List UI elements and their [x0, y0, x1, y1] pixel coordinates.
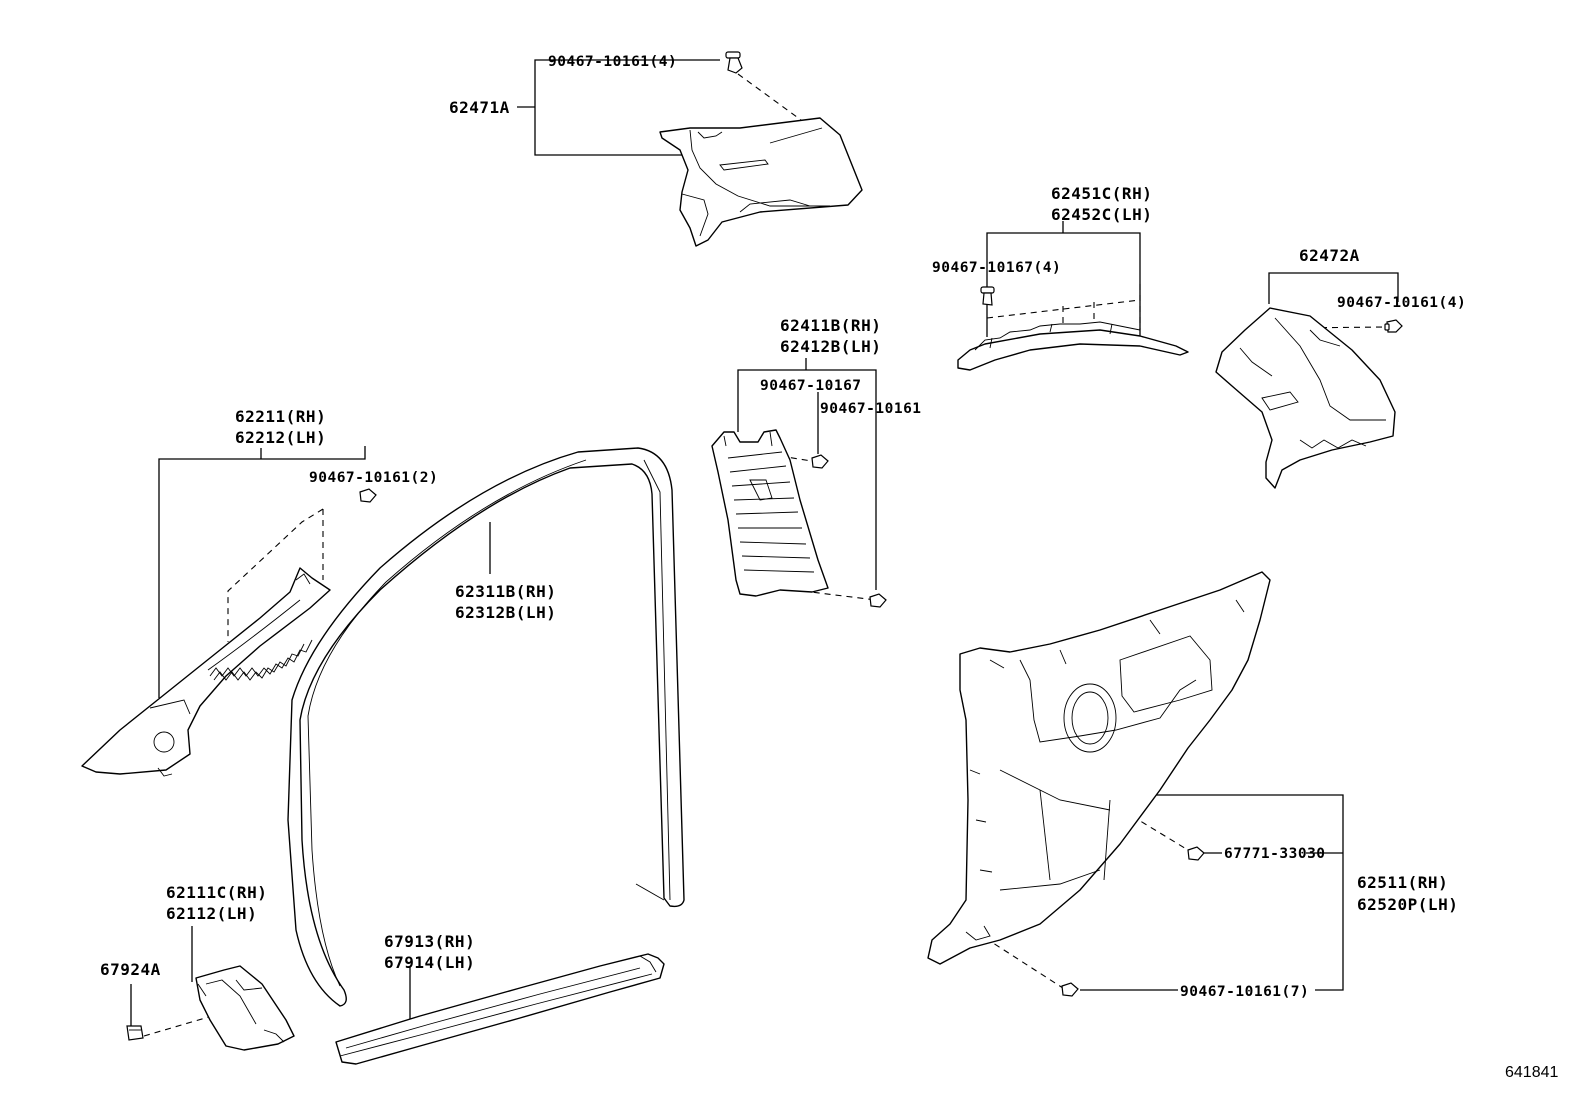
label-clip-7: 90467-10161(7) — [1180, 984, 1309, 1000]
part-62311b-group — [287, 447, 685, 1007]
part-62111c-group — [143, 926, 295, 1051]
label-clip-top: 90467-10161(4) — [548, 54, 677, 70]
clip-fastener-icon — [725, 51, 743, 74]
part-62211-group — [81, 446, 377, 777]
part-62511-group — [927, 571, 1344, 997]
part-62472a-group — [1215, 272, 1403, 489]
label-clip-10167-4: 90467-10167(4) — [932, 260, 1061, 276]
label-clip-2: 90467-10161(2) — [309, 470, 438, 486]
clip-fastener-icon — [1187, 846, 1205, 861]
part-62451c-group — [957, 221, 1189, 371]
clip-fastener-icon — [980, 286, 995, 306]
label-62111c: 62111C(RH) — [166, 883, 267, 902]
label-clip-10167: 90467-10167 — [760, 378, 862, 394]
label-67924a: 67924A — [100, 960, 161, 979]
label-62112: 62112(LH) — [166, 904, 257, 923]
label-62471a: 62471A — [449, 98, 510, 117]
part-62411b-group — [711, 358, 887, 608]
label-clip-right-4: 90467-10161(4) — [1337, 295, 1466, 311]
labels: 90467-10161(4) 62471A 62451C(RH) 62452C(… — [100, 54, 1558, 1081]
label-62472a: 62472A — [1299, 246, 1360, 265]
part-62471a-group — [517, 51, 863, 247]
label-67913: 67913(RH) — [384, 932, 475, 951]
label-62312b: 62312B(LH) — [455, 603, 556, 622]
label-62311b: 62311B(RH) — [455, 582, 556, 601]
part-67924a-group — [126, 984, 144, 1041]
label-62412b: 62412B(LH) — [780, 337, 881, 356]
clip-fastener-icon — [811, 454, 829, 469]
label-62452c: 62452C(LH) — [1051, 205, 1152, 224]
clip-fastener-icon — [359, 488, 377, 503]
clip-fastener-icon — [1384, 319, 1403, 333]
label-62520p: 62520P(LH) — [1357, 895, 1458, 914]
label-67914: 67914(LH) — [384, 953, 475, 972]
label-62511: 62511(RH) — [1357, 873, 1448, 892]
label-62451c: 62451C(RH) — [1051, 184, 1152, 203]
part-67913-group — [335, 953, 665, 1065]
label-62411b: 62411B(RH) — [780, 316, 881, 335]
push-retainer-icon — [126, 1025, 144, 1041]
reference-number: 641841 — [1505, 1064, 1558, 1081]
label-62211: 62211(RH) — [235, 407, 326, 426]
clip-fastener-icon — [869, 593, 887, 608]
label-67771: 67771-33030 — [1224, 846, 1326, 862]
clip-fastener-icon — [1061, 982, 1079, 997]
label-clip-10161: 90467-10161 — [820, 401, 922, 417]
label-62212: 62212(LH) — [235, 428, 326, 447]
